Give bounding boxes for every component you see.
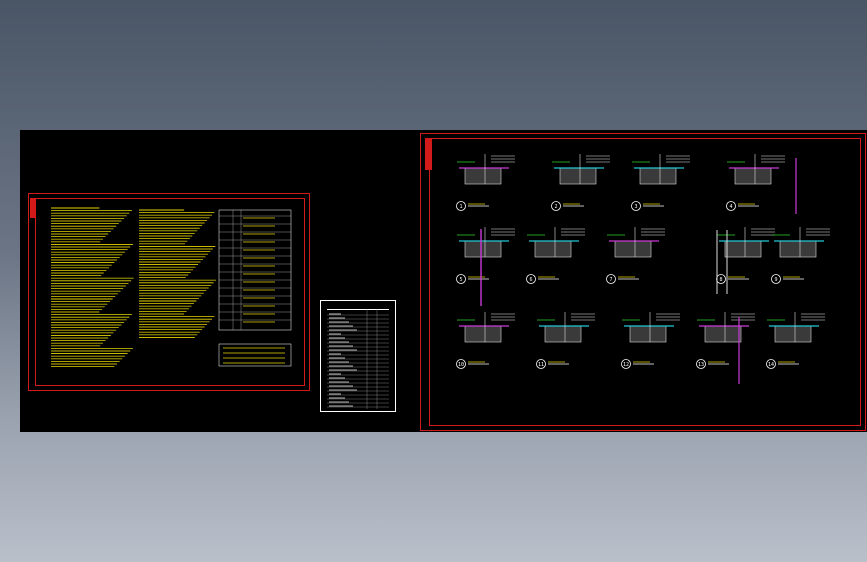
title-block-tab: [425, 138, 432, 170]
detail-label-number: 8: [719, 277, 722, 283]
detail-section-fill: [704, 325, 742, 343]
design-notes-sheet[interactable]: [28, 193, 310, 391]
detail-label-number: 9: [774, 277, 777, 283]
detail-section-fill: [779, 240, 817, 258]
detail-label-number: 7: [609, 277, 612, 283]
detail-label-circle: [771, 274, 781, 284]
detail-label-number: 4: [729, 204, 732, 210]
detail-label-circle: [456, 274, 466, 284]
detail-drawings-inner-border: [429, 138, 861, 426]
detail-label-number: 3: [634, 204, 637, 210]
legend-table-rows: [327, 309, 389, 409]
detail-label-number: 1: [459, 204, 462, 210]
notes-text-lines: [51, 207, 292, 368]
detail-label-circle: [621, 359, 631, 369]
detail-section-fill: [614, 240, 652, 258]
detail-section-fill: [464, 325, 502, 343]
detail-label-number: 12: [623, 362, 629, 368]
design-notes-inner-border: [35, 198, 305, 386]
detail-section-fill: [639, 167, 677, 185]
detail-label-circle: [526, 274, 536, 284]
detail-label-circle: [456, 201, 466, 211]
detail-label-number: 14: [768, 362, 774, 368]
notes-small-table: [218, 343, 292, 367]
detail-label-circle: [696, 359, 706, 369]
detail-label-circle: [456, 359, 466, 369]
detail-label-circle: [606, 274, 616, 284]
detail-section-fill: [734, 167, 772, 185]
detail-label-circle: [551, 201, 561, 211]
detail-label-circle: [766, 359, 776, 369]
detail-section-fill: [629, 325, 667, 343]
detail-label-circle: [631, 201, 641, 211]
detail-section-fill: [559, 167, 597, 185]
detail-label-number: 5: [459, 277, 462, 283]
detail-section-fill: [464, 240, 502, 258]
detail-label-circle: [536, 359, 546, 369]
detail-label-number: 13: [698, 362, 704, 368]
detail-section-fill: [534, 240, 572, 258]
detail-label-number: 10: [458, 362, 464, 368]
detail-section-fill: [464, 167, 502, 185]
detail-label-number: 11: [538, 362, 544, 368]
detail-label-circle: [726, 201, 736, 211]
detail-label-number: 2: [554, 204, 557, 210]
title-block-tab: [30, 198, 36, 218]
legend-table[interactable]: [320, 300, 396, 412]
legend-table-header: [327, 305, 389, 310]
detail-section-fill: [724, 240, 762, 258]
detail-section-fill: [544, 325, 582, 343]
detail-label-number: 6: [529, 277, 532, 283]
notes-table-frame: [218, 209, 292, 331]
detail-section-fill: [774, 325, 812, 343]
